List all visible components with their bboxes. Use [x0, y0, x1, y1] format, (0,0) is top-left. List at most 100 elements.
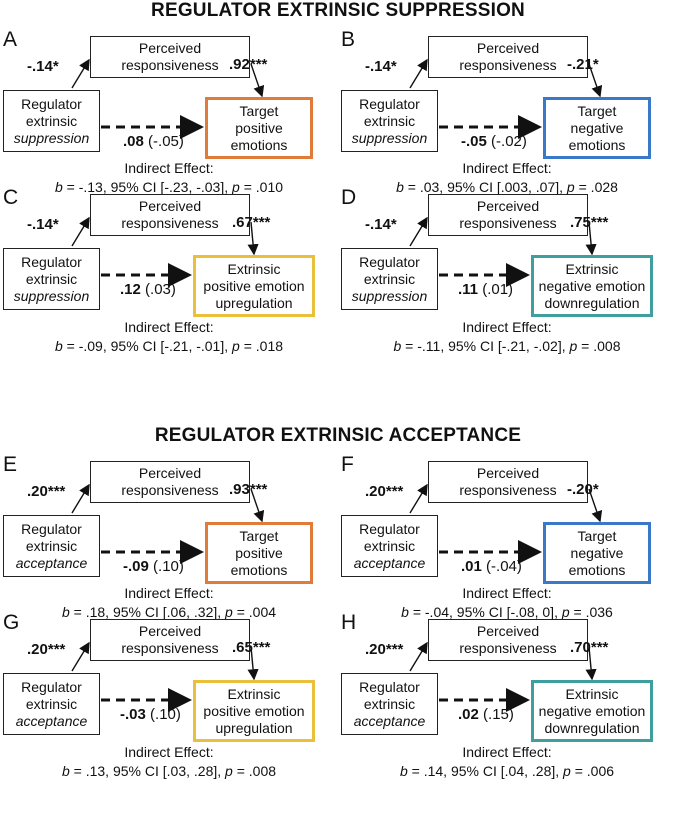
panel-label: G	[3, 611, 20, 634]
direct-effect-label: .01 (-.04)	[461, 558, 522, 575]
total-effect-value: (.10)	[153, 558, 184, 575]
path-b-coefficient: .75***	[570, 214, 609, 231]
path-arrows	[409, 641, 597, 712]
path-arrows	[71, 216, 259, 287]
panel-label: F	[341, 453, 354, 476]
path-b-coefficient: .92***	[229, 56, 268, 73]
indirect-effect-stat: b = .14, 95% CI [.04, .28], p = .006	[399, 763, 615, 779]
path-arrows	[409, 216, 597, 287]
direct-effect-label: .02 (.15)	[458, 706, 514, 723]
path-b-coefficient: .65***	[232, 639, 271, 656]
direct-effect-value: .08	[123, 133, 144, 150]
indirect-effect-title: Indirect Effect:	[124, 160, 214, 176]
total-effect-value: (-.05)	[148, 133, 184, 150]
indirect-effect-title: Indirect Effect:	[462, 319, 552, 335]
indirect-effect-title: Indirect Effect:	[124, 744, 214, 760]
path-b-arrow	[250, 63, 265, 98]
indirect-effect-stat: b = .13, 95% CI [.03, .28], p = .008	[61, 763, 277, 779]
path-a-arrow	[409, 58, 428, 89]
path-a-coefficient: .20***	[365, 483, 404, 500]
direct-effect-label: -.03 (.10)	[120, 706, 181, 723]
path-b-coefficient: .67***	[232, 214, 271, 231]
path-arrows	[409, 58, 603, 139]
path-b-arrow	[247, 221, 259, 256]
panel-label: A	[3, 28, 18, 51]
panel-label: H	[341, 611, 357, 634]
total-effect-value: (.01)	[482, 281, 514, 298]
indirect-effect-stat: b = .18, 95% CI [.06, .32], p = .004	[61, 604, 277, 620]
path-b-arrow	[247, 646, 259, 681]
total-effect-value: (.03)	[145, 281, 176, 298]
path-a-coefficient: .20***	[365, 641, 404, 658]
path-b-arrow	[588, 63, 603, 98]
direct-effect-label: .08 (-.05)	[123, 133, 184, 150]
path-arrows	[71, 641, 259, 712]
total-effect-value: (.15)	[483, 706, 514, 723]
direct-effect-value: -.09	[123, 558, 149, 575]
direct-effect-value: .12	[120, 281, 141, 298]
path-a-coefficient: -.14*	[27, 58, 59, 75]
panel-label: C	[3, 186, 19, 209]
path-a-arrow	[71, 483, 90, 514]
direct-effect-label: -.05 (-.02)	[461, 133, 527, 150]
path-a-arrow	[71, 58, 90, 89]
path-b-arrow	[585, 646, 597, 681]
path-a-arrow	[71, 216, 90, 247]
indirect-effect-title: Indirect Effect:	[124, 585, 214, 601]
total-effect-value: (-.04)	[486, 558, 522, 575]
direct-effect-value: -.03	[120, 706, 146, 723]
path-a-arrow	[409, 641, 428, 672]
indirect-effect-title: Indirect Effect:	[462, 160, 552, 176]
indirect-effect-title: Indirect Effect:	[462, 744, 552, 760]
panel-label: B	[341, 28, 356, 51]
path-b-coefficient: -.20*	[567, 481, 599, 498]
indirect-effect-title: Indirect Effect:	[124, 319, 214, 335]
direct-effect-value: -.05	[461, 133, 487, 150]
path-a-coefficient: .20***	[27, 641, 66, 658]
direct-effect-label: -.09 (.10)	[123, 558, 184, 575]
path-b-coefficient: .70***	[570, 639, 609, 656]
path-b-arrow	[250, 488, 265, 523]
path-b-coefficient: .93***	[229, 481, 268, 498]
path-a-coefficient: .20***	[27, 483, 66, 500]
direct-effect-value: .01	[461, 558, 482, 575]
section-title-suppression: REGULATOR EXTRINSIC SUPPRESSION	[151, 0, 525, 21]
indirect-effect-stat: b = -.04, 95% CI [-.08, 0], p = .036	[401, 604, 613, 620]
total-effect-value: (-.02)	[491, 133, 527, 150]
direct-effect-label: .11 (.01)	[458, 281, 513, 298]
panel-label: E	[3, 453, 18, 476]
direct-effect-value: .02	[458, 706, 479, 723]
total-effect-value: (.10)	[150, 706, 181, 723]
direct-effect-label: .12 (.03)	[120, 281, 176, 298]
path-a-coefficient: -.14*	[27, 216, 59, 233]
